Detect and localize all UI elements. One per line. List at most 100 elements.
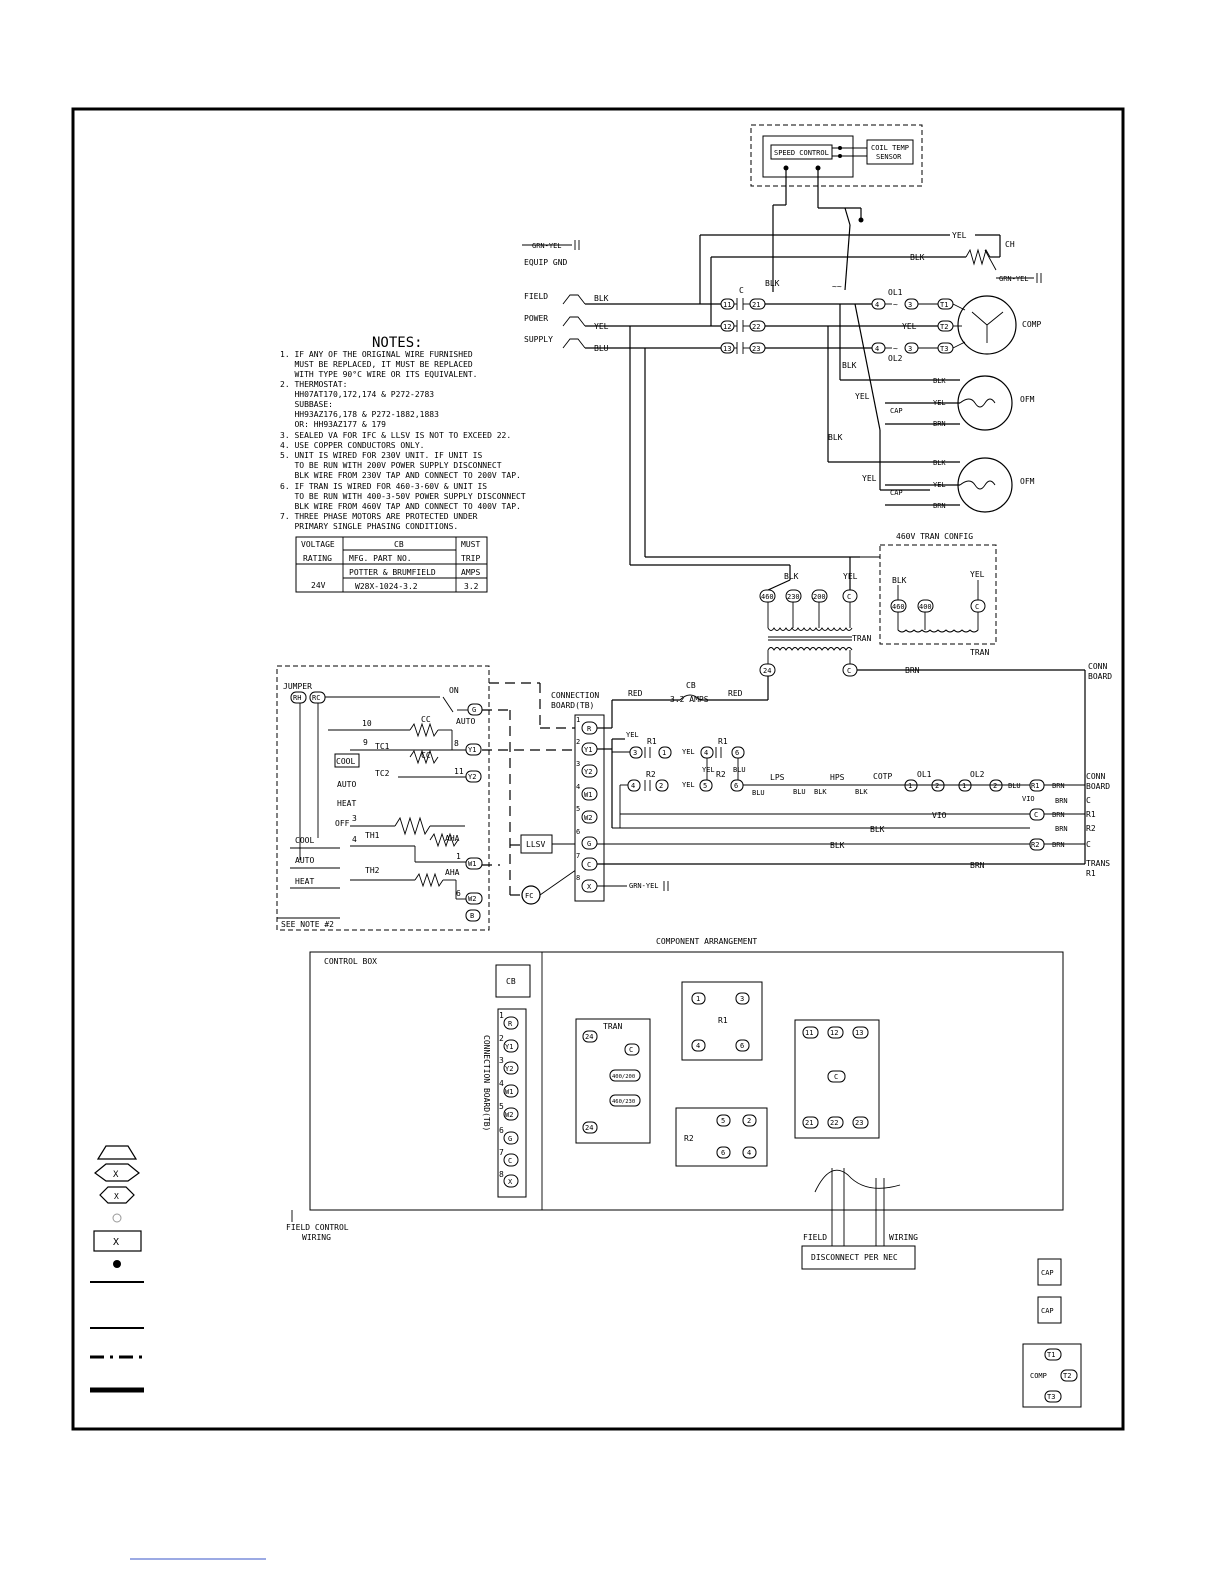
cb-head: CB — [394, 540, 404, 549]
fan-blk-1: BLK — [842, 361, 857, 370]
comp-t3-a: T3 — [940, 345, 948, 353]
note-line: PRIMARY SINGLE PHASING CONDITIONS. — [280, 522, 458, 531]
rb-r2: R2 — [1086, 824, 1096, 833]
blk-wire-2: BLK — [830, 841, 845, 850]
lps-label: LPS — [770, 773, 785, 782]
n4: 4 — [352, 835, 357, 844]
rb-board: BOARD — [1086, 782, 1110, 791]
ca-tran: TRAN — [603, 1022, 622, 1031]
tran-config-title: 460V TRAN CONFIG — [896, 532, 973, 541]
ol-2: 2 — [935, 782, 939, 790]
cfg-tran: TRAN — [970, 648, 989, 657]
ca-vertical-label: CONNECTION BOARD(TB) — [482, 1035, 491, 1131]
ca-r2: R2 — [684, 1134, 694, 1143]
cb-red-1: RED — [628, 689, 643, 698]
ca-r2-5: 5 — [721, 1117, 725, 1125]
cb-potter: POTTER & BRUMFIELD — [349, 568, 436, 577]
tb-num: 8 — [576, 874, 580, 882]
th2-label: TH2 — [365, 866, 380, 875]
cc-t1: T1 — [1047, 1351, 1055, 1359]
tb-grn-yel: GRN-YEL — [629, 882, 659, 890]
y1-yel: YEL — [626, 731, 639, 739]
supply-blu: BLU — [594, 344, 609, 353]
n11: 11 — [454, 767, 464, 776]
ofm1-label: OFM — [1020, 395, 1035, 404]
cfg-460: 460 — [892, 603, 905, 611]
tb-num: 2 — [576, 738, 580, 746]
r2-yel-2: YEL — [702, 766, 715, 774]
speed-control-group: SPEED CONTROL COIL TEMP SENSOR — [750, 124, 923, 187]
tb-g: G — [587, 840, 591, 848]
ca-num: 8 — [499, 1170, 504, 1179]
fan-auto-label: AUTO — [456, 717, 475, 726]
note-line: 5. UNIT IS WIRED FOR 230V UNIT. IF UNIT … — [280, 451, 482, 460]
tap-230: 230 — [787, 593, 800, 601]
cap2-label: CAP — [890, 489, 903, 497]
tap-200: 200 — [813, 593, 826, 601]
field-control-wiring: WIRING — [302, 1233, 331, 1242]
disconnect-label: DISCONNECT PER NEC — [811, 1253, 898, 1262]
n3: 3 — [352, 814, 357, 823]
aha-label-1: AHA — [445, 834, 460, 843]
legend-x-1: X — [113, 1170, 119, 1180]
r2-label: R2 — [646, 770, 656, 779]
tb-label-2: BOARD(TB) — [551, 701, 594, 710]
tran-brn: BRN — [905, 666, 920, 675]
sys-heat: HEAT — [295, 877, 314, 886]
cap-comp-boxes: CAP CAP T1 COMP T2 T3 — [1022, 1258, 1082, 1408]
cb-trip: TRIP — [461, 554, 480, 563]
tap-460: 460 — [761, 593, 774, 601]
control-circuit: RED CB 3.2 AMPS RED BRN CONN BOARD YEL 3… — [597, 662, 1112, 878]
blk-wire-1: BLK — [870, 825, 885, 834]
ca-tran-c: C — [629, 1046, 633, 1054]
cotp-label: COTP — [873, 772, 892, 781]
supply-blk: BLK — [594, 294, 609, 303]
cfg-blk: BLK — [892, 576, 907, 585]
ofm2-blk: BLK — [933, 459, 946, 467]
rb-c: C — [1086, 796, 1091, 805]
fan-on-label: ON — [449, 686, 459, 695]
r2-2: 2 — [659, 782, 663, 790]
cb-rating: RATING — [303, 554, 332, 563]
transformer-group: BLK YEL 460 230 200 C TRAN 24 C 460V TRA… — [759, 532, 997, 677]
term-y2: Y2 — [468, 773, 476, 781]
fc-label: FC — [525, 892, 533, 900]
r2-yel: YEL — [682, 781, 695, 789]
cb-24v: 24V — [311, 581, 326, 590]
rb-c2: C — [1086, 840, 1091, 849]
speed-control-label: SPEED CONTROL — [774, 149, 829, 157]
r2-5: 5 — [703, 782, 707, 790]
cfg-yel: YEL — [970, 570, 985, 579]
term-13: 13 — [723, 345, 731, 353]
jumper-label: JUMPER — [283, 682, 312, 691]
ca-num: 4 — [499, 1079, 504, 1088]
ol-2b: 2 — [993, 782, 997, 790]
ca-r1-3: 3 — [740, 995, 744, 1003]
cc-label-1: CC — [421, 715, 431, 724]
cb-voltage: VOLTAGE — [301, 540, 335, 549]
field-control-label: FIELD CONTROL — [286, 1223, 349, 1232]
ol1-contact: ~ — [893, 300, 898, 309]
term-12: 12 — [723, 323, 731, 331]
tap-c-top: C — [847, 593, 851, 601]
ol-3-a: 3 — [908, 301, 912, 309]
cb-r1: R1 — [1031, 782, 1039, 790]
note-line: 1. IF ANY OF THE ORIGINAL WIRE FURNISHED — [280, 350, 473, 359]
note-line: TO BE RUN WITH 400-3-50V POWER SUPPLY DI… — [280, 492, 526, 501]
power-label: POWER — [524, 314, 548, 323]
notes-block: NOTES: 1. IF ANY OF THE ORIGINAL WIRE FU… — [280, 335, 526, 531]
term-y1: Y1 — [468, 746, 476, 754]
rb-trans-r1: R1 — [1086, 869, 1096, 878]
term-rc: RC — [312, 694, 320, 702]
tb-num: 1 — [576, 716, 580, 724]
equip-grn-yel: GRN-YEL — [532, 242, 562, 250]
ol-3-b: 3 — [908, 345, 912, 353]
rb-conn: CONN — [1086, 772, 1105, 781]
r1-yel: YEL — [682, 748, 695, 756]
r2-4: 4 — [631, 782, 635, 790]
comp-yel: YEL — [902, 322, 917, 331]
comp-t2-a: T2 — [940, 323, 948, 331]
cb-red-2: RED — [728, 689, 743, 698]
field-label-bottom: FIELD — [803, 1233, 827, 1242]
coil-temp-label: COIL TEMP — [871, 144, 909, 152]
